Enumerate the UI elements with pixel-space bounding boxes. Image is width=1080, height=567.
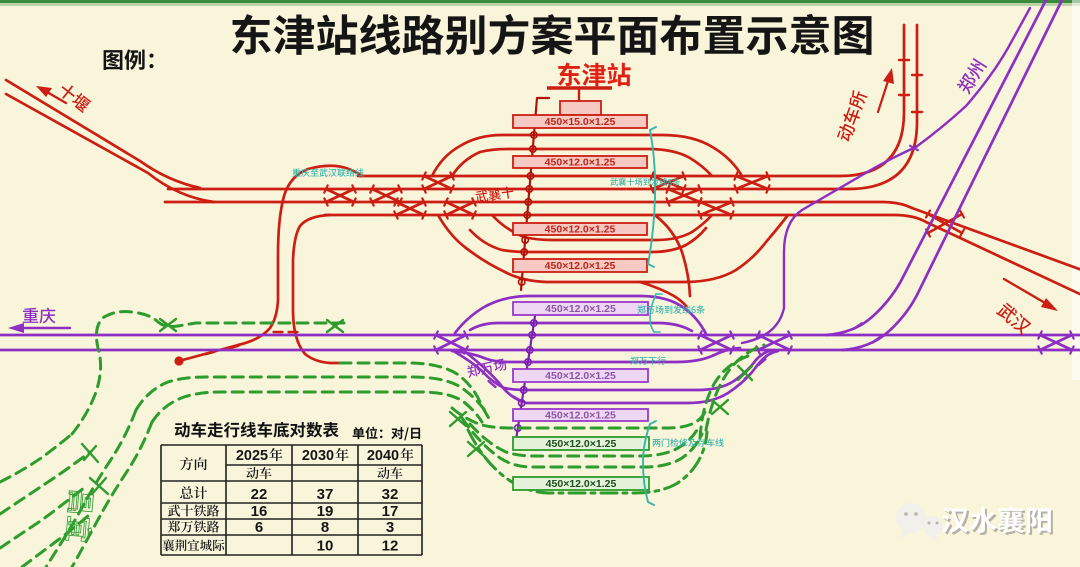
svg-text:450×15.0×1.25: 450×15.0×1.25 [545, 116, 616, 128]
svg-text:450×12.0×1.25: 450×12.0×1.25 [545, 260, 616, 272]
svg-text:37: 37 [317, 486, 334, 503]
svg-text:6: 6 [255, 519, 263, 536]
svg-text:10: 10 [317, 538, 334, 555]
svg-text:450×12.0×1.25: 450×12.0×1.25 [545, 224, 616, 236]
svg-text:2030: 2030 [302, 448, 334, 464]
svg-text:12: 12 [382, 538, 399, 555]
svg-text:450×12.0×1.25: 450×12.0×1.25 [545, 157, 616, 169]
svg-text:2025: 2025 [236, 448, 268, 464]
svg-text:19: 19 [317, 503, 334, 520]
svg-text:450×12.0×1.25: 450×12.0×1.25 [545, 370, 616, 382]
svg-text:450×12.0×1.25: 450×12.0×1.25 [546, 438, 617, 450]
svg-text:450×12.0×1.25: 450×12.0×1.25 [546, 478, 617, 490]
svg-text:450×12.0×1.25: 450×12.0×1.25 [545, 303, 616, 315]
svg-text:17: 17 [382, 503, 399, 520]
svg-text:3: 3 [386, 519, 394, 536]
svg-text:22: 22 [251, 486, 268, 503]
svg-text:32: 32 [382, 486, 399, 503]
svg-text:8: 8 [321, 519, 329, 536]
svg-text:2040: 2040 [367, 448, 399, 464]
svg-text:16: 16 [251, 503, 268, 520]
svg-text:450×12.0×1.25: 450×12.0×1.25 [545, 410, 616, 422]
